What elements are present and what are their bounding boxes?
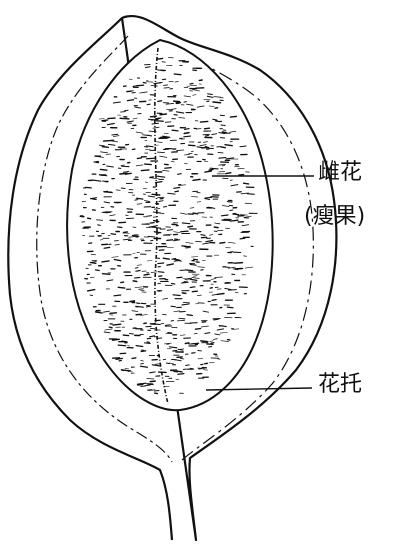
label-receptacle: 花托 — [318, 374, 362, 396]
label-female-flower: 雌花 — [318, 162, 362, 184]
label-achene: (瘦果) — [304, 206, 365, 228]
